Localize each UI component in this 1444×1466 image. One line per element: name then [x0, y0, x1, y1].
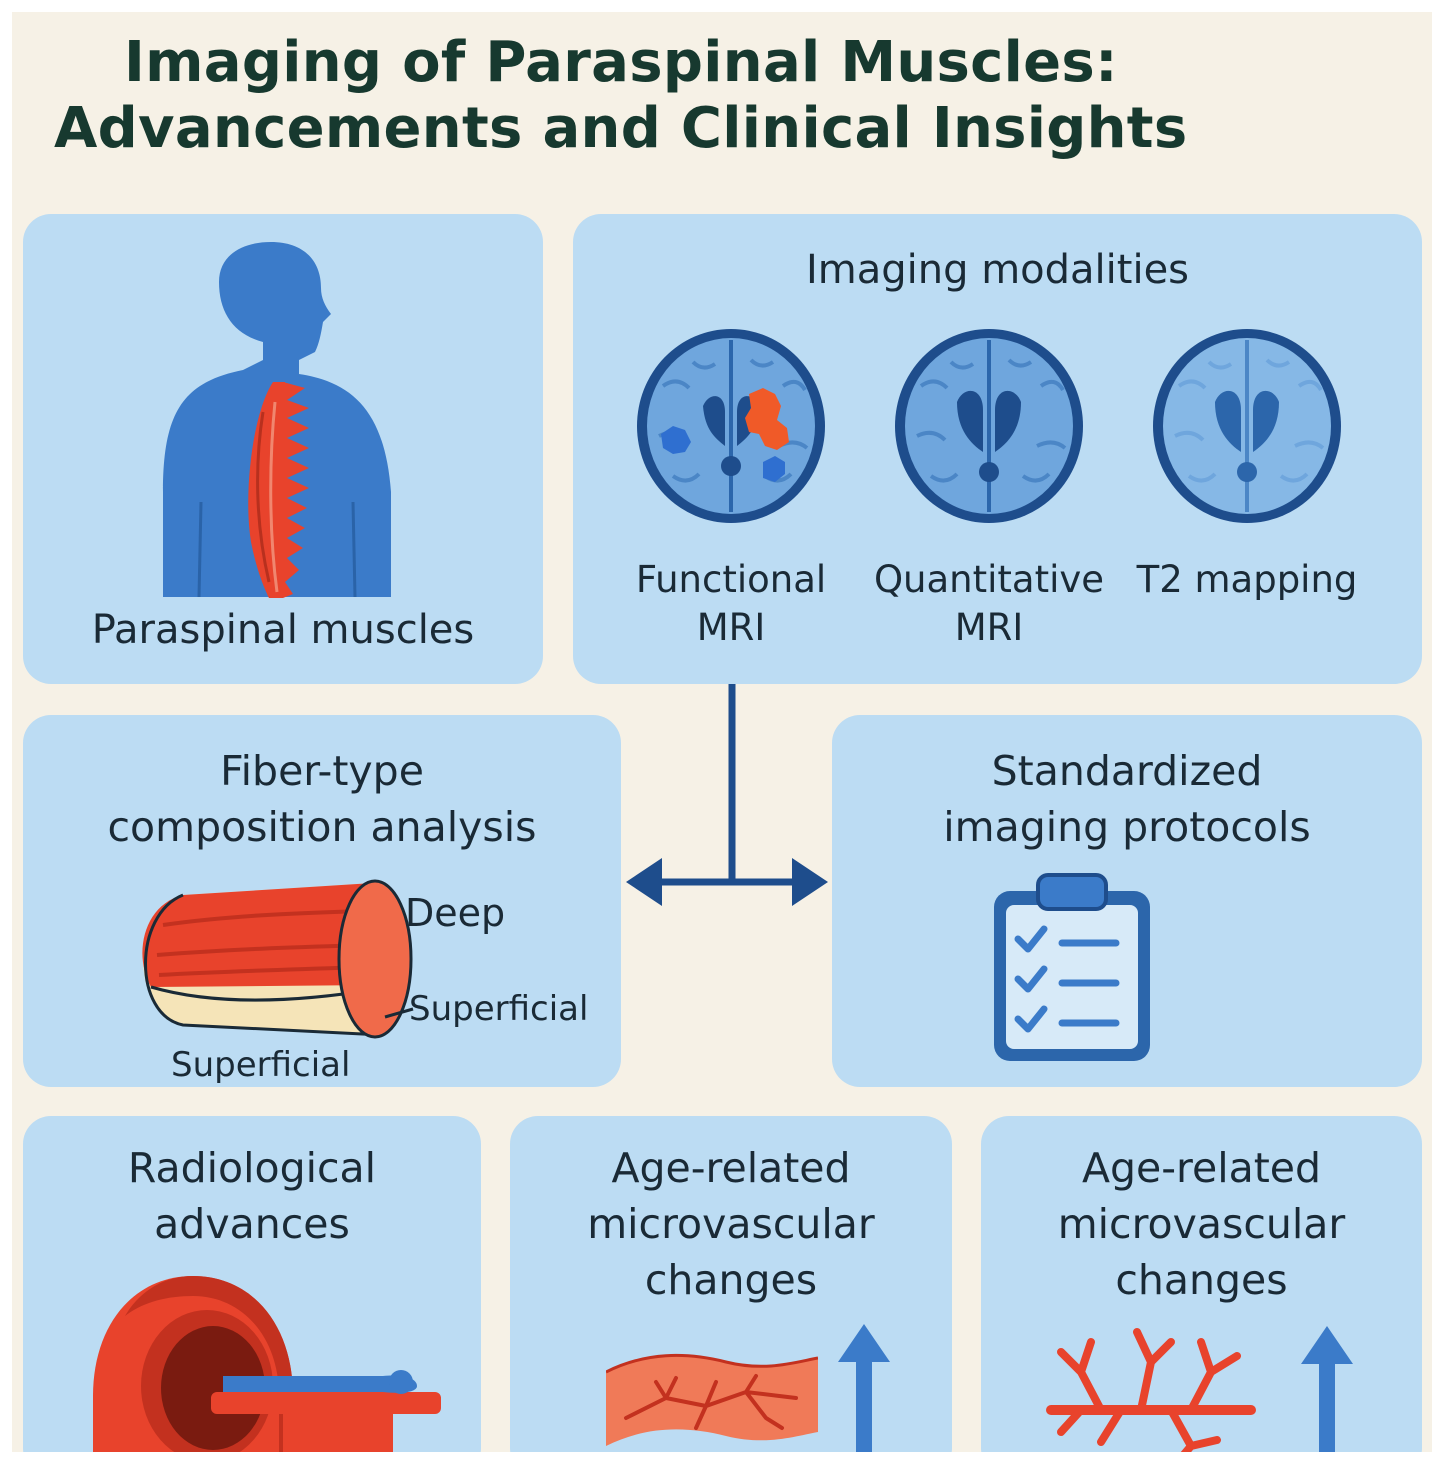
clipboard-checklist-icon [994, 873, 1150, 1061]
age-related-title-2: Age-related microvascular changes [1057, 1144, 1346, 1304]
modality-label-functional-mri: Functional MRI [635, 558, 827, 649]
title-line-1: Imaging of Paraspinal Muscles: [124, 30, 1118, 95]
radiological-advances-title: Radiological advances [127, 1144, 377, 1248]
imaging-modalities-title: Imaging modalities [805, 247, 1190, 293]
back-muscles-figure-icon [163, 242, 391, 598]
panel-radiological-advances: Radiological advances [23, 1116, 481, 1452]
blood-vessel-icon [606, 1353, 818, 1446]
age-related-title-1: Age-related microvascular changes [587, 1144, 875, 1304]
arrow-up-icon [1301, 1326, 1353, 1452]
fiber-label-superficial-bottom: Superficial [171, 1045, 351, 1085]
page-title: Imaging of Paraspinal Muscles: Advanceme… [54, 30, 1188, 162]
panel-fiber-type: Fiber-type composition analysis Deep Sup… [23, 715, 621, 1087]
fiber-type-title: Fiber-type composition analysis [107, 747, 537, 851]
infographic-canvas: Imaging of Paraspinal Muscles: Advanceme… [12, 12, 1432, 1452]
arrow-up-icon [838, 1324, 890, 1452]
vascular-branches-icon [1046, 1328, 1256, 1452]
panel-paraspinal-muscles: Paraspinal muscles [23, 214, 543, 684]
muscle-cross-section-icon [142, 879, 414, 1039]
modality-label-t2-mapping: T2 mapping [1136, 558, 1358, 601]
connector-arrow [626, 684, 828, 906]
panel-standardized-protocols: Standardized imaging protocols [832, 715, 1422, 1087]
panel-age-related-changes-1: Age-related microvascular changes [510, 1116, 952, 1452]
title-line-2: Advancements and Clinical Insights [54, 96, 1188, 161]
brain-scan-activation-icon [637, 329, 825, 523]
standardized-protocols-title: Standardized imaging protocols [943, 747, 1311, 851]
fiber-label-deep: Deep [405, 891, 506, 935]
panel-age-related-changes-2: Age-related microvascular changes [981, 1116, 1422, 1452]
paraspinal-label: Paraspinal muscles [91, 607, 475, 653]
brain-scan-icon [1153, 329, 1341, 523]
fiber-label-superficial-right: Superficial [409, 989, 589, 1029]
mri-scanner-icon [93, 1276, 441, 1452]
modality-label-quantitative-mri: Quantitative MRI [873, 558, 1105, 649]
brain-scan-icon [895, 329, 1083, 523]
panel-imaging-modalities: Imaging modalities [573, 214, 1422, 684]
